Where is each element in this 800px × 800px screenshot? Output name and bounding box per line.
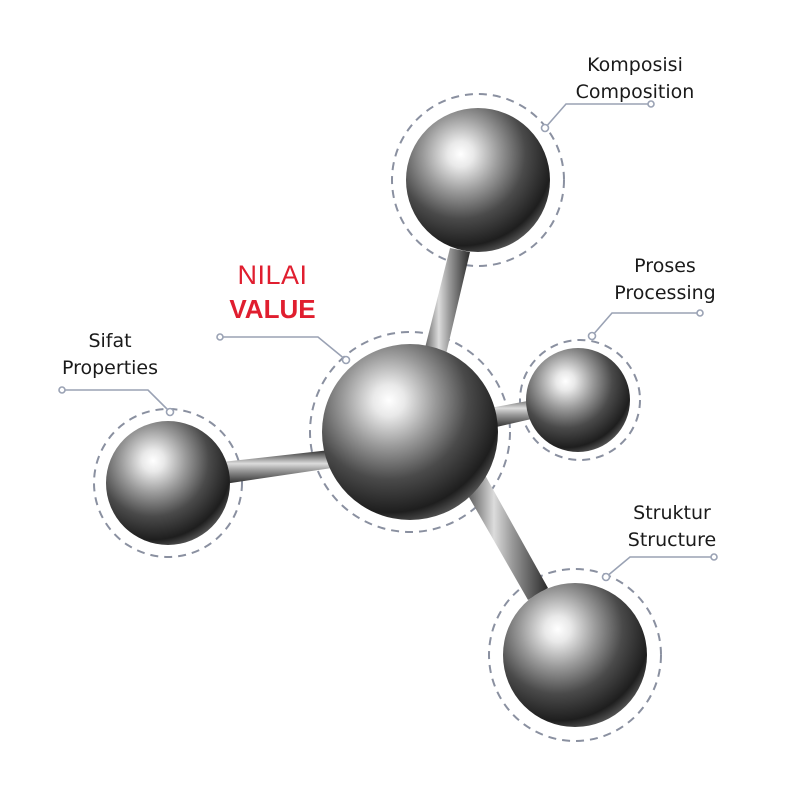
atom-processing	[526, 348, 630, 452]
structure-label-line2: Structure	[627, 529, 717, 551]
connector-structure	[605, 556, 714, 578]
molecule-atoms	[106, 108, 647, 727]
composition-label-line2: Composition	[575, 81, 695, 103]
structure-label-line1: Struktur	[633, 502, 711, 524]
value-label-line1: NILAI	[237, 260, 308, 290]
value-label: NILAI VALUE	[220, 258, 325, 326]
ring-properties	[93, 408, 243, 558]
properties-label-line2: Properties	[61, 357, 159, 379]
properties-label-line1: Sifat	[88, 330, 132, 352]
composition-label: Komposisi Composition	[560, 52, 710, 106]
connector-composition	[544, 103, 651, 129]
ring-processing	[519, 339, 641, 461]
composition-label-line1: Komposisi	[587, 54, 683, 76]
atom-structure	[503, 583, 647, 727]
atom-composition	[406, 108, 550, 252]
ring-structure	[488, 568, 662, 742]
processing-label-line2: Processing	[614, 282, 716, 304]
ring-composition	[391, 93, 565, 267]
value-label-line2: VALUE	[229, 294, 316, 324]
atom-properties	[106, 421, 230, 545]
processing-label: Proses Processing	[600, 253, 730, 307]
connector-properties	[62, 389, 171, 413]
atom-center	[322, 344, 498, 520]
ring-center	[309, 331, 511, 533]
structure-label: Struktur Structure	[612, 500, 732, 554]
connector-processing	[591, 312, 700, 337]
properties-label: Sifat Properties	[40, 328, 180, 382]
processing-label-line1: Proses	[634, 255, 696, 277]
connector-value	[220, 336, 347, 361]
